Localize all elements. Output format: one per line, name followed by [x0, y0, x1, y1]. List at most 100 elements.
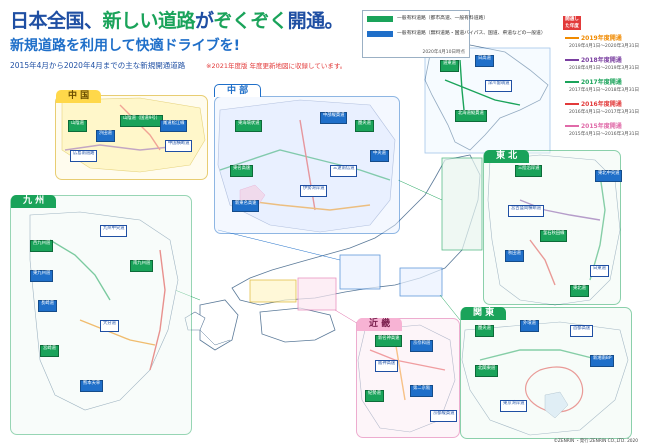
- kyushu-road-tag: 西九州道: [30, 240, 54, 252]
- tohoku-road-tag: 東北中央道: [595, 170, 623, 182]
- title-part-5: 開通。: [287, 10, 344, 32]
- hokkaido-road-tag: 深川留萌道: [485, 80, 513, 92]
- chubu-road-tag: 中部縦貫道: [320, 112, 348, 124]
- kyushu-road-tag: 宮崎道: [40, 345, 59, 357]
- year-legend-item: 2019年度開通 2019年4月1日〜2020年3月31日: [565, 33, 643, 55]
- year-legend-line: [565, 59, 579, 61]
- legend-label-toll: 一般有料道路（都市高速、一般有料道路）: [397, 16, 489, 21]
- tohoku-road-tag: 東北道: [570, 285, 589, 297]
- kinki-road-tag: 京都縦貫道: [430, 410, 458, 422]
- legend-date: 2020年4月10日時点: [422, 50, 465, 55]
- kyushu-small-landmass: [199, 299, 239, 351]
- year-legend-date: 2019年4月1日〜2020年3月31日: [569, 44, 640, 49]
- hokkaido-road-tag: 北海道縦貫道: [455, 110, 487, 122]
- kyushu-region-tab: 九 州: [11, 195, 57, 208]
- kanto-highlight: [399, 267, 443, 297]
- chubu-highlight: [339, 254, 381, 290]
- year-legend-date: 2015年4月1日〜2016年3月31日: [569, 132, 640, 137]
- title-part-1: 日本全国、: [10, 10, 103, 32]
- kyushu-road-tag: 熊本天草: [80, 380, 104, 392]
- chugoku-road-tag: 広島南道路: [70, 150, 98, 162]
- year-legend-name: 2018年度開通: [581, 57, 622, 64]
- kanto-road-tag: 首都高速: [570, 325, 594, 337]
- kyushu-road-tag: 大分道: [100, 320, 119, 332]
- road-type-legend: 一般有料道路（都市高速、一般有料道路） 一般有料道路（無料道路・国道バイパス、国…: [362, 10, 546, 58]
- hokkaido-road-tag: 道東道: [440, 60, 459, 72]
- tohoku-highlight: [441, 157, 483, 251]
- chugoku-region-box: [55, 95, 208, 180]
- kinki-highlight: [297, 277, 337, 311]
- year-legend-name: 2015年度開通: [581, 123, 622, 130]
- kanto-road-tag: 圏央道: [475, 325, 494, 337]
- tohoku-region-tab: 東 北: [484, 150, 530, 163]
- title-part-2: 新しい道路: [102, 10, 196, 32]
- kyushu-road-tag: 東九州道: [30, 270, 54, 282]
- chubu-region-tab: 中 部: [214, 84, 262, 97]
- kinki-road-tag: 第二京阪: [410, 385, 434, 397]
- tohoku-road-tag: 秋田道: [505, 250, 524, 262]
- legend-row-free: 一般有料道路（無料道路・国道バイパス、国道、県道などの一般道）: [367, 29, 546, 39]
- chugoku-region-tab: 中 国: [56, 90, 102, 103]
- chugoku-road-tag: 山陰道（国道9号）: [120, 115, 164, 127]
- year-legend-date: 2016年4月1日〜2017年3月31日: [569, 110, 640, 115]
- footer-copyright: ©ZENRIN ・発行:ZENRIN CO.,LTD. 2020: [553, 439, 638, 444]
- chubu-road-tag: 中央道: [370, 150, 389, 162]
- year-legend-date: 2018年4月1日〜2019年3月31日: [569, 66, 640, 71]
- year-legend-name: 2017年度開通: [581, 79, 622, 86]
- year-legend-item: 2018年度開通 2018年4月1日〜2019年3月31日: [565, 55, 643, 77]
- kanto-road-tag: 東京湾岸道: [500, 400, 528, 412]
- kanto-road-tag: 新湘南BP: [590, 355, 615, 367]
- kinki-road-tag: 阪神高速: [375, 360, 399, 372]
- chugoku-road-tag: 浜田道: [96, 130, 115, 142]
- kyushu-road-tag: 長崎道: [38, 300, 57, 312]
- chubu-road-tag: 新東名高速: [232, 200, 260, 212]
- year-legend-head: 開通した年度: [563, 16, 581, 30]
- kinki-road-tag: 新名神高速: [375, 335, 403, 347]
- year-legend-item: 2016年度開通 2016年4月1日〜2017年3月31日: [565, 99, 643, 121]
- legend-swatch-toll: [367, 16, 393, 22]
- year-legend-name: 2019年度開通: [581, 35, 622, 42]
- chubu-road-tag: 東名高速: [230, 165, 254, 177]
- year-legend-item: 2015年度開通 2015年4月1日〜2016年3月31日: [565, 121, 643, 143]
- year-legend-line: [565, 125, 579, 127]
- kinki-region-tab: 近 畿: [357, 318, 403, 331]
- small-island: [184, 311, 206, 331]
- legend-row-toll: 一般有料道路（都市高速、一般有料道路）: [367, 14, 488, 24]
- tohoku-road-tag: 宮古盛岡横断道: [508, 205, 545, 217]
- chubu-road-tag: 三遠南信道: [330, 165, 358, 177]
- year-legend-line: [565, 81, 579, 83]
- kyushu-road-tag: 九州中央道: [100, 225, 128, 237]
- legend-label-free: 一般有料道路（無料道路・国道バイパス、国道、県道などの一般道）: [397, 31, 546, 36]
- period-text: 2015年4月から2020年4月までの主な新規開通道路: [10, 61, 186, 70]
- year-legend-item: 2017年度開通 2017年4月1日〜2018年3月31日: [565, 77, 643, 99]
- title-part-4: ぞくぞく: [213, 10, 289, 32]
- chugoku-road-tag: 山陰道: [68, 120, 87, 132]
- year-legend: 開通した年度 2019年度開通 2019年4月1日〜2020年3月31日 2018年…: [563, 16, 643, 141]
- hokkaido-road-tag: 日高道: [475, 55, 494, 67]
- chugoku-highlight: [249, 279, 297, 303]
- tohoku-road-tag: 日東道: [590, 265, 609, 277]
- title-part-3: が: [195, 10, 214, 32]
- year-legend-name: 2016年度開通: [581, 101, 622, 108]
- page-title: 日本全国、新しい道路がぞくぞく開通。: [10, 6, 344, 33]
- legend-swatch-free: [367, 31, 393, 37]
- kanto-road-tag: 北関東道: [475, 365, 499, 377]
- kinki-road-tag: 京奈和道: [410, 340, 434, 352]
- kanto-region-tab: 関 東: [461, 307, 507, 320]
- chubu-road-tag: 伊勢湾岸道: [300, 185, 328, 197]
- period-note: ※2021年度版 年度更新地図に収録しています。: [206, 62, 347, 70]
- chubu-road-tag: 東海環状道: [235, 120, 263, 132]
- year-legend-line: [565, 37, 579, 39]
- shikoku-landmass: [259, 307, 336, 343]
- kyushu-road-tag: 南九州道: [130, 260, 154, 272]
- page-subtitle: 新規道路を利用して快適ドライブを!: [10, 38, 240, 54]
- year-legend-date: 2017年4月1日〜2018年3月31日: [569, 88, 640, 93]
- chugoku-road-tag: 中国横断道: [165, 140, 193, 152]
- chugoku-road-tag: 尾道松江線: [160, 120, 188, 132]
- tohoku-road-tag: 三陸沿岸道: [515, 165, 543, 177]
- kanto-road-tag: 外環道: [520, 320, 539, 332]
- year-legend-line: [565, 103, 579, 105]
- chubu-road-tag: 圏央道: [355, 120, 374, 132]
- tohoku-road-tag: 釜石秋田線: [540, 230, 568, 242]
